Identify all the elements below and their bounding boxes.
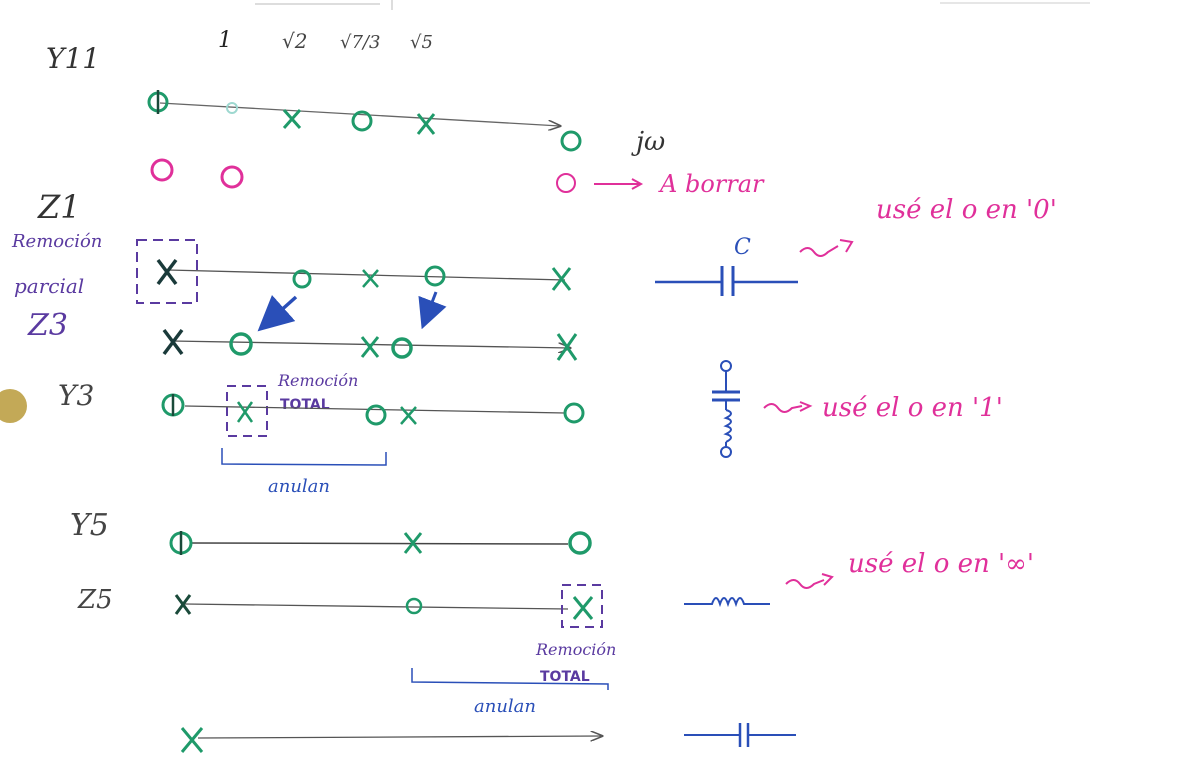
capacitor-label: C xyxy=(734,235,751,260)
y3-pole-1 xyxy=(236,401,254,423)
squiggle-arrowhead-1 xyxy=(799,401,813,412)
z5-pole-at-zero xyxy=(174,594,192,615)
z1-pole-at-zero xyxy=(156,258,178,286)
anulan-1: anulan xyxy=(268,476,330,497)
shift-arrow-2 xyxy=(418,291,447,330)
y11-axis xyxy=(159,102,560,126)
annotation-a-borrar: A borrar xyxy=(658,170,765,198)
z3-pole-sqrt2 xyxy=(360,336,380,358)
tick-1: 1 xyxy=(218,28,232,53)
label-z5: Z5 xyxy=(77,585,113,615)
tick-sqrt7-3: √7/3 xyxy=(340,32,380,53)
z1-pole-inf xyxy=(551,267,572,291)
final-axis xyxy=(197,736,602,738)
remocion-total-z5-line1: Remoción xyxy=(535,640,616,659)
y11-faint-mark xyxy=(226,102,238,114)
z3-zero-1 xyxy=(229,332,253,356)
z5-cancel-bracket xyxy=(411,668,609,690)
y11-zero-inf xyxy=(560,130,582,152)
axis-label-jw: jω xyxy=(631,127,665,157)
z5-total-removal-box xyxy=(561,584,603,628)
magenta-zero-2 xyxy=(220,165,244,189)
z1-zero-1 xyxy=(292,269,312,289)
y3-zero-inf xyxy=(563,402,585,424)
magenta-zero-3 xyxy=(556,173,576,193)
label-y5: Y5 xyxy=(70,508,109,543)
shift-arrow-1 xyxy=(257,294,298,332)
label-y11: Y11 xyxy=(46,42,100,75)
z1-pole-sqrt2 xyxy=(362,269,379,288)
y5-axis xyxy=(189,542,569,545)
y3-zero-sqrt2 xyxy=(365,404,387,426)
y5-zero-inf xyxy=(568,531,592,555)
y5-pole-sqrt7-3 xyxy=(403,532,423,554)
y11-zero-sqrt2 xyxy=(351,110,373,132)
lc-inductor-coil xyxy=(723,409,732,443)
y3-pole-sqrt7-3 xyxy=(400,406,417,425)
lc-terminal-bottom xyxy=(720,446,732,458)
squiggle-arrow-0 xyxy=(799,245,839,257)
z5-pole-inf xyxy=(572,596,594,620)
z5-zero-sqrt7-3 xyxy=(405,597,423,615)
z3-pole-at-zero xyxy=(162,328,184,356)
z5-axis xyxy=(184,603,569,610)
tick-sqrt5: √5 xyxy=(410,32,433,53)
magenta-arrowhead xyxy=(631,178,644,190)
remocion-total-z5-line2: TOTAL xyxy=(540,669,590,685)
anulan-2: anulan xyxy=(474,696,536,717)
squiggle-arrow-1 xyxy=(763,403,803,413)
final-pole-at-zero xyxy=(180,727,204,753)
y11-pole-sqrt5 xyxy=(416,113,436,135)
yellow-dot xyxy=(0,389,27,423)
z3-pole-inf xyxy=(556,333,578,361)
z3-zero-sqrt7-3 xyxy=(391,337,413,359)
tick-sqrt2: √2 xyxy=(282,29,307,53)
y3-total-removal-box xyxy=(226,385,268,437)
magenta-zero-1 xyxy=(150,158,174,182)
label-z1: Z1 xyxy=(37,188,81,226)
z1-zero-sqrt7-3 xyxy=(424,265,446,287)
squiggle-arrowhead-inf xyxy=(821,573,834,586)
label-y3: Y3 xyxy=(58,379,94,412)
annotation-used-zero-inf: usé el o en '∞' xyxy=(848,549,1034,579)
inductor-z5 xyxy=(684,597,770,608)
annotation-used-zero-1: usé el o en '1' xyxy=(822,393,1003,423)
z1-partial-removal-box xyxy=(136,239,198,304)
remocion-total-y3-line1: Remoción xyxy=(277,371,358,390)
y3-cancel-bracket xyxy=(221,448,387,466)
remocion-parcial-line1: Remoción xyxy=(11,231,102,252)
label-z3: Z3 xyxy=(27,308,68,343)
annotation-used-zero-0: usé el o en '0' xyxy=(876,195,1057,225)
remocion-parcial-line2: parcial xyxy=(14,274,84,298)
lc-terminal-top xyxy=(720,360,732,372)
squiggle-arrow-inf xyxy=(785,579,825,589)
squiggle-arrowhead-0 xyxy=(839,239,854,253)
y11-pole-1 xyxy=(282,109,302,129)
remocion-total-y3-line2: TOTAL xyxy=(280,397,330,413)
